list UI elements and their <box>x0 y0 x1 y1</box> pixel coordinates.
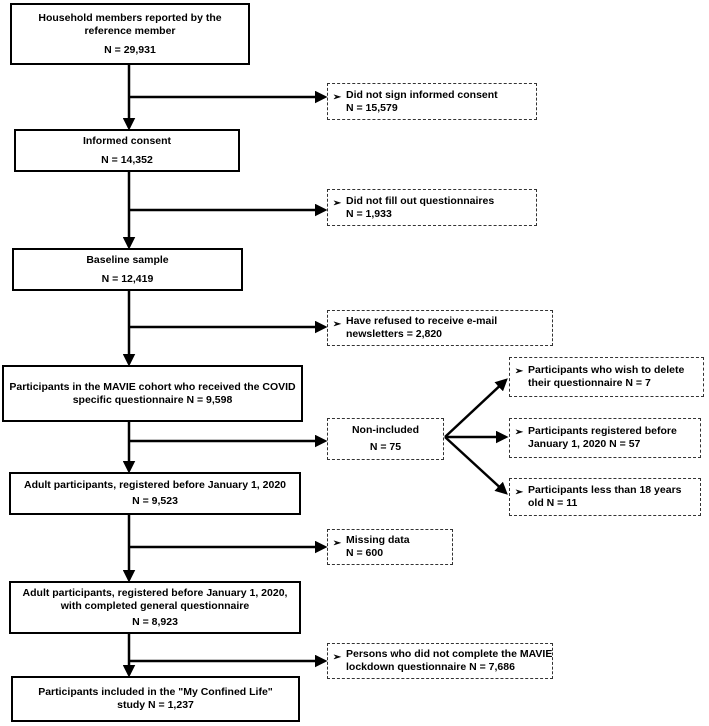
reason-box-age: ➢ Participants less than 18 years old N … <box>509 478 701 516</box>
bullet-arrow-icon: ➢ <box>514 366 524 377</box>
reason-line: Participants registered before <box>528 425 677 437</box>
main-box-line: Participants included in the "My Confine… <box>38 686 273 698</box>
non-included-label: Non-included <box>351 424 420 436</box>
non-included-count: N = 75 <box>369 441 402 453</box>
bullet-arrow-icon: ➢ <box>332 652 342 663</box>
bullet-arrow-icon: ➢ <box>514 427 524 438</box>
main-box-line: reference member <box>84 24 176 37</box>
bullet-arrow-icon: ➢ <box>332 198 342 209</box>
main-box-line: Adult participants, registered before Ja… <box>23 479 286 491</box>
exclusion-line: N = 15,579 <box>346 101 398 114</box>
main-box-line: with completed general questionnaire <box>60 599 250 612</box>
bullet-arrow-icon: ➢ <box>514 487 524 498</box>
exclusion-box-lockdown: ➢ Persons who did not complete the MAVIE… <box>327 643 553 679</box>
main-box-count: N = 8,923 <box>132 615 178 628</box>
main-box-count: N = 29,931 <box>104 43 156 56</box>
main-box-informed-consent: Informed consent N = 14,352 <box>14 129 240 172</box>
exclusion-line: newsletters = 2,820 <box>346 328 443 340</box>
main-box-count: N = 14,352 <box>101 153 153 166</box>
main-box-adult-participants: Adult participants, registered before Ja… <box>9 472 301 515</box>
main-box-line: Adult participants, registered before Ja… <box>22 586 288 599</box>
reason-line: Participants less than 18 years <box>528 484 682 496</box>
reason-line: Participants who wish to delete <box>528 364 685 376</box>
exclusion-line: N = 1,933 <box>346 207 392 220</box>
main-box-count: N = 9,523 <box>132 495 178 507</box>
reason-box-registered: ➢ Participants registered before January… <box>509 418 701 458</box>
non-included-box: Non-included N = 75 <box>327 418 444 460</box>
bullet-arrow-icon: ➢ <box>332 92 342 103</box>
exclusion-line: Did not fill out questionnaires <box>346 194 495 207</box>
exclusion-line: Missing data <box>346 534 410 546</box>
exclusion-line: Have refused to receive e-mail <box>346 315 498 327</box>
main-box-completed-general: Adult participants, registered before Ja… <box>9 581 301 634</box>
main-box-baseline: Baseline sample N = 12,419 <box>12 248 243 291</box>
main-box-line: Participants in the MAVIE cohort who rec… <box>9 380 296 393</box>
exclusion-box-questionnaires: ➢ Did not fill out questionnaires N = 1,… <box>327 189 537 226</box>
main-box-line: Household members reported by the <box>38 11 222 24</box>
main-box-household: Household members reported by the refere… <box>10 3 250 65</box>
exclusion-line: Persons who did not complete the MAVIE <box>346 648 553 660</box>
fan-arrow-1 <box>444 378 508 438</box>
main-box-included-study: Participants included in the "My Confine… <box>11 676 300 722</box>
main-box-count: N = 12,419 <box>101 272 154 285</box>
main-box-line: Informed consent <box>82 134 172 147</box>
reason-box-delete: ➢ Participants who wish to delete their … <box>509 357 704 397</box>
exclusion-line: lockdown questionnaire N = 7,686 <box>346 661 515 673</box>
exclusion-box-consent: ➢ Did not sign informed consent N = 15,5… <box>327 83 537 120</box>
exclusion-box-missing-data: ➢ Missing data N = 600 <box>327 529 453 565</box>
main-box-line: specific questionnaire N = 9,598 <box>72 393 233 406</box>
bullet-arrow-icon: ➢ <box>332 538 342 549</box>
reason-line: their questionnaire N = 7 <box>528 377 651 389</box>
exclusion-line: Did not sign informed consent <box>346 88 498 101</box>
fan-arrow-3 <box>444 436 508 495</box>
reason-line: January 1, 2020 N = 57 <box>528 438 641 450</box>
reason-line: old N = 11 <box>528 497 578 509</box>
bullet-arrow-icon: ➢ <box>332 319 342 330</box>
main-box-mavie-cohort: Participants in the MAVIE cohort who rec… <box>2 365 303 422</box>
exclusion-box-newsletters: ➢ Have refused to receive e-mail newslet… <box>327 310 553 346</box>
exclusion-line: N = 600 <box>346 547 384 559</box>
main-box-line: study N = 1,237 <box>117 699 194 711</box>
main-box-line: Baseline sample <box>86 253 169 266</box>
